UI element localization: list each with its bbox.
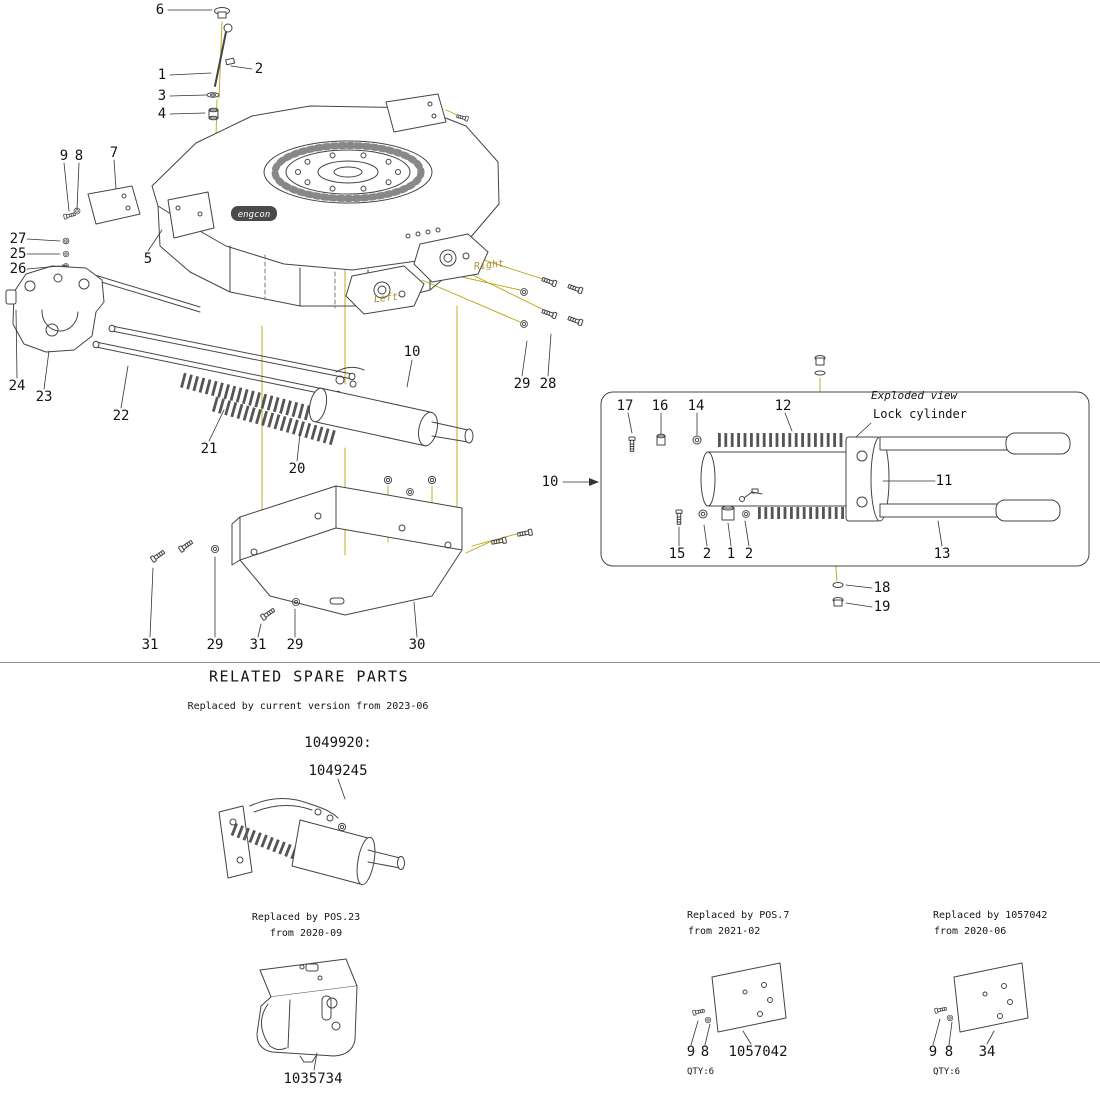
guard-plate-30 — [231, 485, 534, 616]
engcon-logo: engcon — [231, 206, 277, 221]
callout-22: 22 — [112, 408, 130, 424]
side-plate-7 — [62, 185, 141, 225]
callout-29-a: 29 — [513, 376, 531, 392]
cover-plate-5 — [167, 191, 215, 239]
right-sub-brackets — [345, 233, 489, 315]
spare-plate-1057042 — [692, 962, 787, 1033]
spare-pos7-callout-9: 9 — [686, 1044, 696, 1060]
callout-1: 1 — [157, 67, 167, 83]
spare-part-34: 34 — [978, 1044, 996, 1060]
top-right-plate — [385, 93, 470, 133]
detail-callout-10: 10 — [541, 474, 559, 490]
spare-code-new: 1049245 — [308, 763, 368, 779]
exploded-view-label: Exploded view — [871, 389, 958, 402]
top-parts-plug-dipstick — [206, 7, 236, 121]
detail-callout-17: 17 — [616, 398, 634, 414]
spare-1057042-note1: Replaced by 1057042 — [933, 910, 1048, 921]
spare-1057042-callout-8: 8 — [944, 1044, 954, 1060]
lock-cylinder-label: Lock cylinder — [873, 407, 967, 421]
callout-23: 23 — [35, 389, 53, 405]
callout-4: 4 — [157, 106, 167, 122]
screws-right-28-29 — [520, 275, 584, 328]
spare-1057042-callout-9: 9 — [928, 1044, 938, 1060]
spare-plate-34 — [934, 962, 1029, 1033]
callout-29-c: 29 — [286, 637, 304, 653]
detail-callout-19: 19 — [873, 599, 891, 615]
detail-callout-11: 11 — [935, 473, 953, 489]
callout-2: 2 — [254, 61, 264, 77]
leader-lines — [15, 9, 995, 1071]
callout-27: 27 — [9, 231, 27, 247]
detail-callout-1: 1 — [726, 546, 736, 562]
callout-31-b: 31 — [249, 637, 267, 653]
detail-callout-2-a: 2 — [702, 546, 712, 562]
detail-callout-13: 13 — [933, 546, 951, 562]
detail-callout-15: 15 — [668, 546, 686, 562]
callout-9: 9 — [59, 148, 69, 164]
left-bracket-23-24 — [5, 265, 105, 353]
callout-28: 28 — [539, 376, 557, 392]
spare-parts-heading: RELATED SPARE PARTS — [208, 667, 410, 686]
detail-callout-14: 14 — [687, 398, 705, 414]
callout-10: 10 — [403, 344, 421, 360]
detail-callout-12: 12 — [774, 398, 792, 414]
spare-pos7-qty: QTY:6 — [687, 1067, 715, 1077]
spare-pos7-note2: from 2021-02 — [688, 926, 761, 937]
callout-21: 21 — [200, 441, 218, 457]
spare-code-old: 1049920: — [304, 735, 372, 751]
callout-25: 25 — [9, 246, 27, 262]
callout-31-a: 31 — [141, 637, 159, 653]
callout-5: 5 — [143, 251, 153, 267]
detail-callout-16: 16 — [651, 398, 669, 414]
spare-1057042-note2: from 2020-06 — [934, 926, 1007, 937]
callout-29-b: 29 — [206, 637, 224, 653]
callout-3: 3 — [157, 88, 167, 104]
detail-box — [600, 355, 1090, 607]
lock-cylinder-assembly-10 — [308, 366, 474, 496]
callout-6: 6 — [155, 2, 165, 18]
callout-30: 30 — [408, 637, 426, 653]
spare-1057042-qty: QTY:6 — [933, 1067, 961, 1077]
detail-callout-2-b: 2 — [744, 546, 754, 562]
spare-cylinder-1049245 — [218, 798, 405, 886]
spare-pos7-callout-8: 8 — [700, 1044, 710, 1060]
spare-pos23-note1: Replaced by POS.23 — [251, 912, 361, 923]
svg-text:engcon: engcon — [238, 210, 271, 220]
callout-7: 7 — [109, 145, 119, 161]
spare-part-1035734: 1035734 — [283, 1071, 343, 1087]
spare-pos7-note1: Replaced by POS.7 — [687, 910, 790, 921]
springs-21-20 — [180, 372, 337, 446]
spare-current-note: Replaced by current version from 2023-06 — [187, 701, 429, 712]
spare-coupler-1035734 — [256, 958, 358, 1063]
detail-callout-18: 18 — [873, 580, 891, 596]
slewing-ring — [263, 140, 433, 204]
callout-20: 20 — [288, 461, 306, 477]
callout-24: 24 — [8, 378, 26, 394]
callout-26: 26 — [9, 261, 27, 277]
callout-8: 8 — [74, 148, 84, 164]
spare-part-1057042: 1057042 — [728, 1044, 788, 1060]
tie-rods-22 — [92, 324, 356, 399]
section-divider — [0, 662, 1100, 663]
spare-pos23-note2: from 2020-09 — [269, 928, 343, 939]
